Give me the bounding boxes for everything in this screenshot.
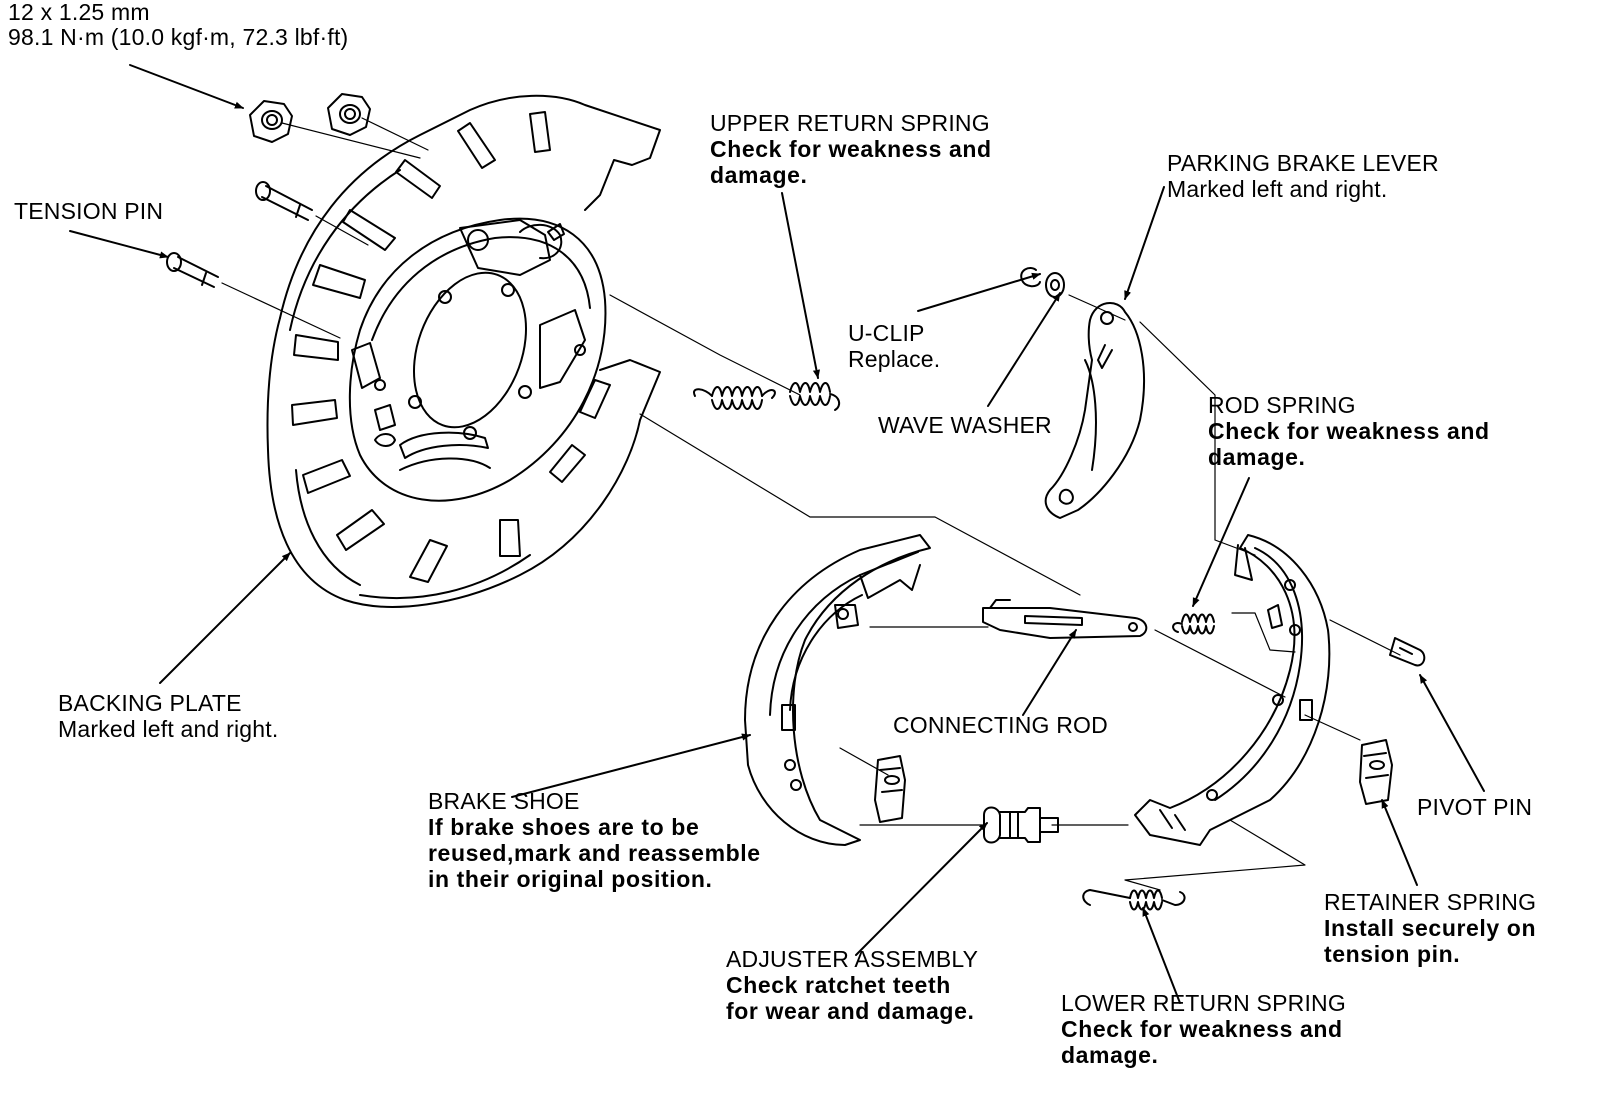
leader-adjuster-assembly bbox=[855, 822, 988, 956]
leader-backing-plate bbox=[159, 552, 291, 684]
leader-brake-shoe bbox=[511, 733, 751, 798]
leader-pivot-pin bbox=[1419, 674, 1485, 792]
rod-spring-title: ROD SPRING bbox=[1208, 392, 1356, 418]
backing-plate-note: Marked left and right. bbox=[58, 716, 279, 742]
label-rod-spring: ROD SPRING Check for weakness and damage… bbox=[1208, 392, 1490, 470]
u-clip bbox=[1020, 267, 1041, 288]
tension-pin-lower bbox=[166, 252, 219, 288]
leader-upper-return-spring bbox=[781, 192, 820, 379]
lower-return-spring bbox=[1082, 889, 1186, 911]
upper-return-spring-note-1: Check for weakness and bbox=[710, 136, 992, 162]
brake-shoe-note-2: reused,mark and reassemble bbox=[428, 840, 761, 866]
rod-spring-note-1: Check for weakness and bbox=[1208, 418, 1490, 444]
adjuster-assembly-title: ADJUSTER ASSEMBLY bbox=[726, 946, 979, 972]
u-clip-title: U-CLIP bbox=[848, 320, 925, 346]
pivot-pin bbox=[1389, 637, 1426, 667]
label-upper-return-spring: UPPER RETURN SPRING Check for weakness a… bbox=[710, 110, 992, 188]
leader-parking-brake-lever bbox=[1124, 186, 1165, 300]
wave-washer-title: WAVE WASHER bbox=[878, 412, 1052, 438]
adjuster-assembly-note-2: for wear and damage. bbox=[726, 998, 975, 1024]
leader-retainer-spring bbox=[1381, 799, 1418, 886]
label-u-clip: U-CLIP Replace. bbox=[848, 320, 940, 372]
flange-nut-2 bbox=[327, 93, 371, 136]
lower-return-spring-note-1: Check for weakness and bbox=[1061, 1016, 1343, 1042]
parking-brake-lever bbox=[1044, 302, 1146, 519]
adjuster-assembly-note-1: Check ratchet teeth bbox=[726, 972, 951, 998]
brake-shoe-left bbox=[744, 534, 931, 846]
adjuster-assembly bbox=[983, 806, 1059, 844]
retainer-spring-note-2: tension pin. bbox=[1324, 941, 1461, 967]
pivot-pin-title: PIVOT PIN bbox=[1417, 794, 1533, 820]
lower-return-spring-note-2: damage. bbox=[1061, 1042, 1159, 1068]
upper-return-spring-note-2: damage. bbox=[710, 162, 808, 188]
label-connecting-rod: CONNECTING ROD bbox=[893, 712, 1108, 738]
backing-plate-inner bbox=[348, 217, 607, 502]
brake-shoe-title: BRAKE SHOE bbox=[428, 788, 580, 814]
label-brake-shoe: BRAKE SHOE If brake shoes are to be reus… bbox=[428, 788, 761, 892]
leader-torque bbox=[129, 64, 244, 109]
label-wave-washer: WAVE WASHER bbox=[878, 412, 1052, 438]
label-pivot-pin: PIVOT PIN bbox=[1417, 794, 1532, 820]
brake-shoe-note-1: If brake shoes are to be bbox=[428, 814, 700, 840]
label-backing-plate: BACKING PLATE Marked left and right. bbox=[58, 690, 278, 742]
label-tension-pin: TENSION PIN bbox=[14, 198, 163, 224]
connecting-rod bbox=[982, 599, 1148, 639]
leader-u-clip bbox=[917, 272, 1041, 312]
rod-spring bbox=[1172, 613, 1215, 635]
upper-return-spring-1 bbox=[693, 386, 776, 410]
label-retainer-spring: RETAINER SPRING Install securely on tens… bbox=[1324, 889, 1536, 967]
upper-return-spring-title: UPPER RETURN SPRING bbox=[710, 110, 990, 136]
leader-connecting-rod bbox=[1022, 629, 1077, 716]
label-adjuster-assembly: ADJUSTER ASSEMBLY Check ratchet teeth fo… bbox=[726, 946, 978, 1024]
lower-return-spring-title: LOWER RETURN SPRING bbox=[1061, 990, 1346, 1016]
tension-pin-upper bbox=[255, 181, 313, 221]
flange-nut-1 bbox=[249, 100, 293, 143]
parking-brake-lever-note: Marked left and right. bbox=[1167, 176, 1388, 202]
backing-plate-title: BACKING PLATE bbox=[58, 690, 242, 716]
backing-plate-dust-shield bbox=[266, 94, 661, 608]
leader-tension-pin bbox=[69, 230, 169, 259]
leader-lower-return-spring bbox=[1142, 907, 1181, 1004]
connecting-rod-title: CONNECTING ROD bbox=[893, 712, 1108, 738]
retainer-spring-note-1: Install securely on bbox=[1324, 915, 1537, 941]
retainer-spring-left bbox=[874, 755, 906, 823]
u-clip-note: Replace. bbox=[848, 346, 941, 372]
wave-washer bbox=[1045, 272, 1065, 298]
torque-value: 98.1 N·m (10.0 kgf·m, 72.3 lbf·ft) bbox=[8, 24, 349, 50]
upper-return-spring-2 bbox=[789, 382, 841, 411]
rod-spring-note-2: damage. bbox=[1208, 444, 1306, 470]
brake-shoe-right bbox=[1134, 534, 1331, 846]
tension-pin-title: TENSION PIN bbox=[14, 198, 164, 224]
retainer-spring-right bbox=[1359, 739, 1393, 805]
torque-bolt-size: 12 x 1.25 mm bbox=[8, 0, 150, 25]
label-parking-brake-lever: PARKING BRAKE LEVER Marked left and righ… bbox=[1167, 150, 1439, 202]
leader-wave-washer bbox=[987, 292, 1061, 407]
label-lower-return-spring: LOWER RETURN SPRING Check for weakness a… bbox=[1061, 990, 1346, 1068]
torque-spec: 12 x 1.25 mm 98.1 N·m (10.0 kgf·m, 72.3 … bbox=[8, 0, 348, 50]
assembly-guide-lines bbox=[221, 117, 1401, 891]
parking-brake-lever-title: PARKING BRAKE LEVER bbox=[1167, 150, 1439, 176]
retainer-spring-title: RETAINER SPRING bbox=[1324, 889, 1537, 915]
brake-shoe-note-3: in their original position. bbox=[428, 866, 713, 892]
